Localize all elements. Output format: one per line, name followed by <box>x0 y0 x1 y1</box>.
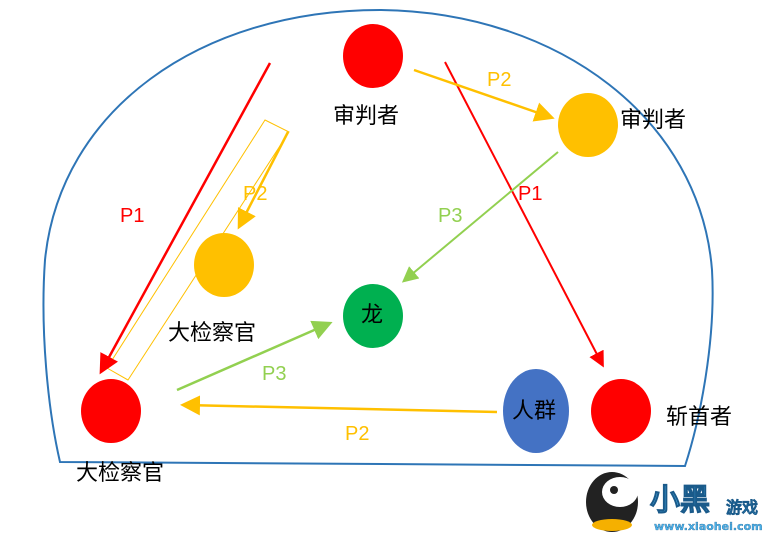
p2-highlight-box <box>106 119 290 381</box>
edge-label-p2-mid: P2 <box>243 183 267 205</box>
label-crowd: 人群 <box>512 399 556 424</box>
edge-p2-mid <box>237 131 290 230</box>
edge-p3-right <box>401 151 559 283</box>
edge-label-p3-left: P3 <box>262 363 286 385</box>
edge-label-p2-bottom: P2 <box>345 423 369 445</box>
edge-label-p2-top: P2 <box>487 69 511 91</box>
label-inspector-left: 大检察官 <box>76 461 164 486</box>
svg-text:小黑: 小黑 <box>650 483 710 518</box>
label-judge-right: 审判者 <box>620 108 686 133</box>
node-inspector-left <box>81 379 141 443</box>
edge-label-p1-left: P1 <box>120 205 144 227</box>
edge-label-p3-right: P3 <box>438 205 462 227</box>
edge-p2-top <box>413 68 555 122</box>
node-inspector-mid <box>194 233 254 297</box>
edge-p1-left <box>99 62 272 375</box>
node-judge-right <box>558 93 618 157</box>
edge-p2-bottom <box>180 395 498 416</box>
arena-outline <box>42 8 714 468</box>
svg-text:游戏: 游戏 <box>726 498 758 517</box>
edge-p3-left <box>176 320 333 392</box>
label-judge-top: 审判者 <box>333 104 399 129</box>
node-crowd <box>503 369 569 453</box>
watermark-logo: 小黑 游戏 www.xiaohei.com <box>586 472 763 533</box>
node-executioner <box>591 379 651 443</box>
label-dragon: 龙 <box>361 303 383 328</box>
edge-p1-right <box>444 61 604 368</box>
node-dragon <box>343 284 403 348</box>
svg-text:www.xiaohei.com: www.xiaohei.com <box>654 520 763 533</box>
edge-label-p1-right: P1 <box>518 183 542 205</box>
label-executioner: 斩首者 <box>666 405 732 430</box>
label-inspector-mid: 大检察官 <box>168 321 256 346</box>
node-judge-top <box>343 24 403 88</box>
